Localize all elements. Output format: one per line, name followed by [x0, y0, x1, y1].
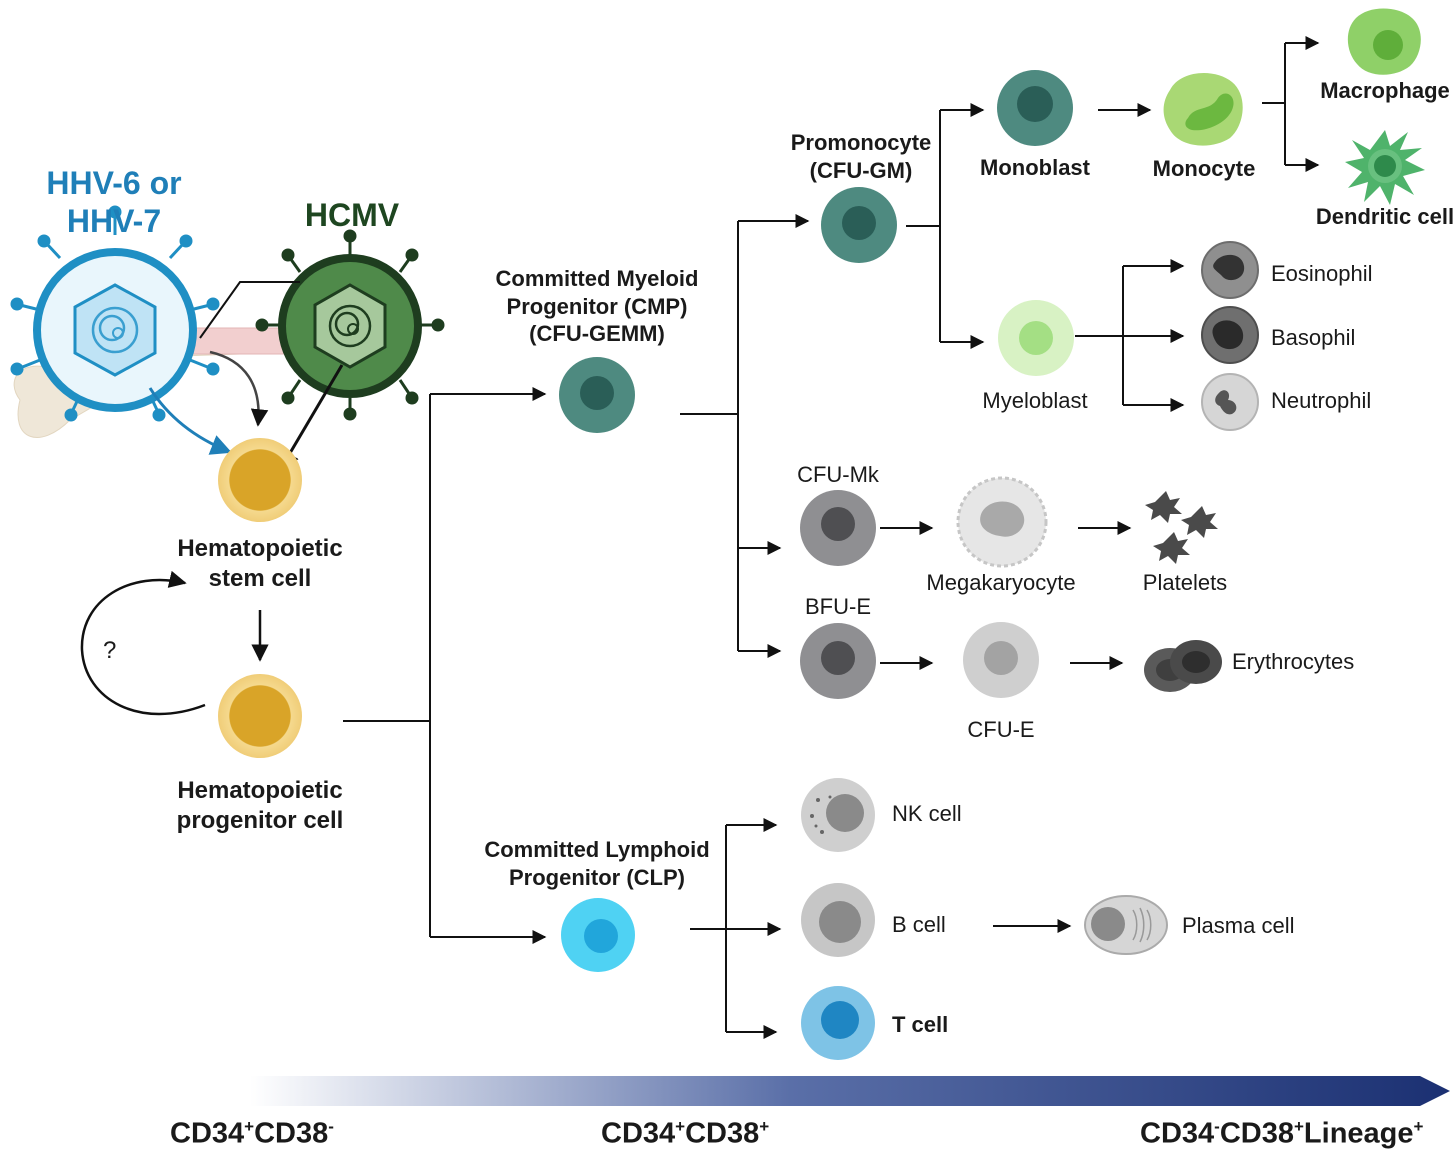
cd-marker-middle: CD34+CD38+	[601, 1117, 769, 1151]
b-cell-icon	[801, 883, 875, 957]
hpc-label: Hematopoietic progenitor cell	[177, 776, 344, 836]
neutrophil-label: Neutrophil	[1271, 388, 1372, 413]
platelets-label: Platelets	[1142, 570, 1228, 595]
cd-right-part1: CD34	[1140, 1117, 1215, 1150]
cmp-label: Committed Myeloid Progenitor (CMP) (CFU-…	[496, 265, 699, 348]
hpc-label-line2: progenitor cell	[176, 807, 344, 834]
cd-mid-part2: CD38	[685, 1117, 760, 1150]
nk-cell-icon	[801, 778, 875, 852]
hhv-label-line1: HHV-6 or	[46, 165, 182, 201]
cmp-label-line1: Committed Myeloid	[495, 266, 699, 291]
neutrophil-cell-icon	[1201, 373, 1259, 431]
cd-mid-sup2: +	[759, 1117, 770, 1136]
megakaryocyte-cell-icon	[956, 476, 1048, 568]
clp-label: Committed Lymphoid Progenitor (CLP)	[484, 836, 709, 891]
cd-right-sup3: +	[1413, 1117, 1424, 1136]
hhv-label: HHV-6 or HHV-7	[46, 164, 181, 241]
hcmv-virion-icon	[255, 229, 445, 421]
plasma-cell-label: Plasma cell	[1182, 913, 1295, 938]
cmp-label-line3: (CFU-GEMM)	[529, 321, 665, 346]
dendritic-cell-icon	[1345, 130, 1425, 205]
macrophage-cell-icon	[1347, 8, 1421, 75]
macrophage-label: Macrophage	[1320, 78, 1450, 103]
t-cell-icon	[801, 986, 875, 1060]
bfu-e-label: BFU-E	[805, 594, 871, 619]
maturation-gradient-arrow	[250, 1076, 1450, 1106]
erythrocytes-label: Erythrocytes	[1232, 649, 1355, 674]
basophil-label: Basophil	[1271, 325, 1356, 350]
promonocyte-label-line1: Promonocyte	[790, 130, 932, 155]
clp-label-line1: Committed Lymphoid	[484, 837, 710, 862]
hhv-label-line2: HHV-7	[66, 203, 162, 240]
monoblast-cell-icon	[997, 70, 1073, 146]
myeloblast-label: Myeloblast	[982, 388, 1088, 413]
hhv-virion-icon	[10, 205, 220, 422]
hsc-label-line2: stem cell	[208, 565, 312, 592]
megakaryocyte-label: Megakaryocyte	[926, 570, 1076, 595]
cd-right-part2: CD38	[1219, 1117, 1294, 1150]
monocyte-label: Monocyte	[1152, 156, 1256, 181]
cfu-e-cell-icon	[963, 622, 1039, 698]
cmp-cell-icon	[559, 357, 635, 433]
erythrocytes-icon	[1144, 640, 1222, 692]
cd-right-part3: Lineage	[1303, 1117, 1414, 1150]
promonocyte-label: Promonocyte (CFU-GM)	[791, 129, 932, 184]
lineage-connectors	[343, 36, 1320, 1039]
promonocyte-label-line2: (CFU-GM)	[809, 157, 913, 183]
cd-right-sup1: -	[1214, 1117, 1220, 1136]
cd-mid-sup1: +	[675, 1117, 686, 1136]
dendritic-label: Dendritic cell	[1315, 204, 1455, 229]
cfu-e-label: CFU-E	[967, 717, 1035, 742]
myeloblast-cell-icon	[998, 300, 1074, 376]
hhv-infection-arrow	[148, 387, 232, 455]
eosinophil-cell-icon	[1201, 241, 1259, 299]
t-cell-label: T cell	[892, 1012, 949, 1037]
self-renewal-arrow	[80, 570, 206, 716]
cd-left-part1: CD34	[170, 1117, 245, 1150]
bone-pointer-line	[199, 281, 300, 339]
cmp-label-line2: Progenitor (CMP)	[506, 293, 688, 319]
cd-left-sup2: -	[328, 1117, 334, 1136]
hpc-cell-icon	[218, 674, 302, 758]
clp-cell-icon	[561, 898, 635, 972]
hsc-label-line1: Hematopoietic	[177, 535, 343, 562]
cd-left-part2: CD38	[254, 1117, 329, 1150]
monocyte-cell-icon	[1163, 72, 1243, 146]
cd-marker-right: CD34-CD38+Lineage+	[1140, 1117, 1423, 1151]
cd-left-sup1: +	[244, 1117, 255, 1136]
b-cell-label: B cell	[892, 912, 946, 937]
hpc-label-line1: Hematopoietic	[177, 777, 343, 804]
hsc-label: Hematopoietic stem cell	[177, 534, 342, 594]
plasma-cell-icon	[1084, 895, 1168, 955]
cd-mid-part1: CD34	[601, 1117, 676, 1150]
cfu-mk-label: CFU-Mk	[797, 462, 879, 487]
hcmv-label: HCMV	[304, 197, 400, 233]
basophil-cell-icon	[1201, 306, 1259, 364]
nk-cell-label: NK cell	[892, 801, 962, 826]
self-renewal-question: ?	[103, 637, 117, 664]
monoblast-label: Monoblast	[980, 155, 1090, 180]
hsc-cell-icon	[218, 438, 302, 522]
marrow-infection-arrow	[209, 350, 269, 427]
cd-marker-left: CD34+CD38-	[170, 1117, 334, 1151]
bfu-e-cell-icon	[800, 623, 876, 699]
cd-right-sup2: +	[1293, 1117, 1304, 1136]
clp-label-line2: Progenitor (CLP)	[508, 864, 685, 890]
cfu-mk-cell-icon	[800, 490, 876, 566]
promonocyte-cell-icon	[821, 187, 897, 263]
platelets-icon	[1145, 491, 1218, 564]
eosinophil-label: Eosinophil	[1271, 261, 1373, 286]
